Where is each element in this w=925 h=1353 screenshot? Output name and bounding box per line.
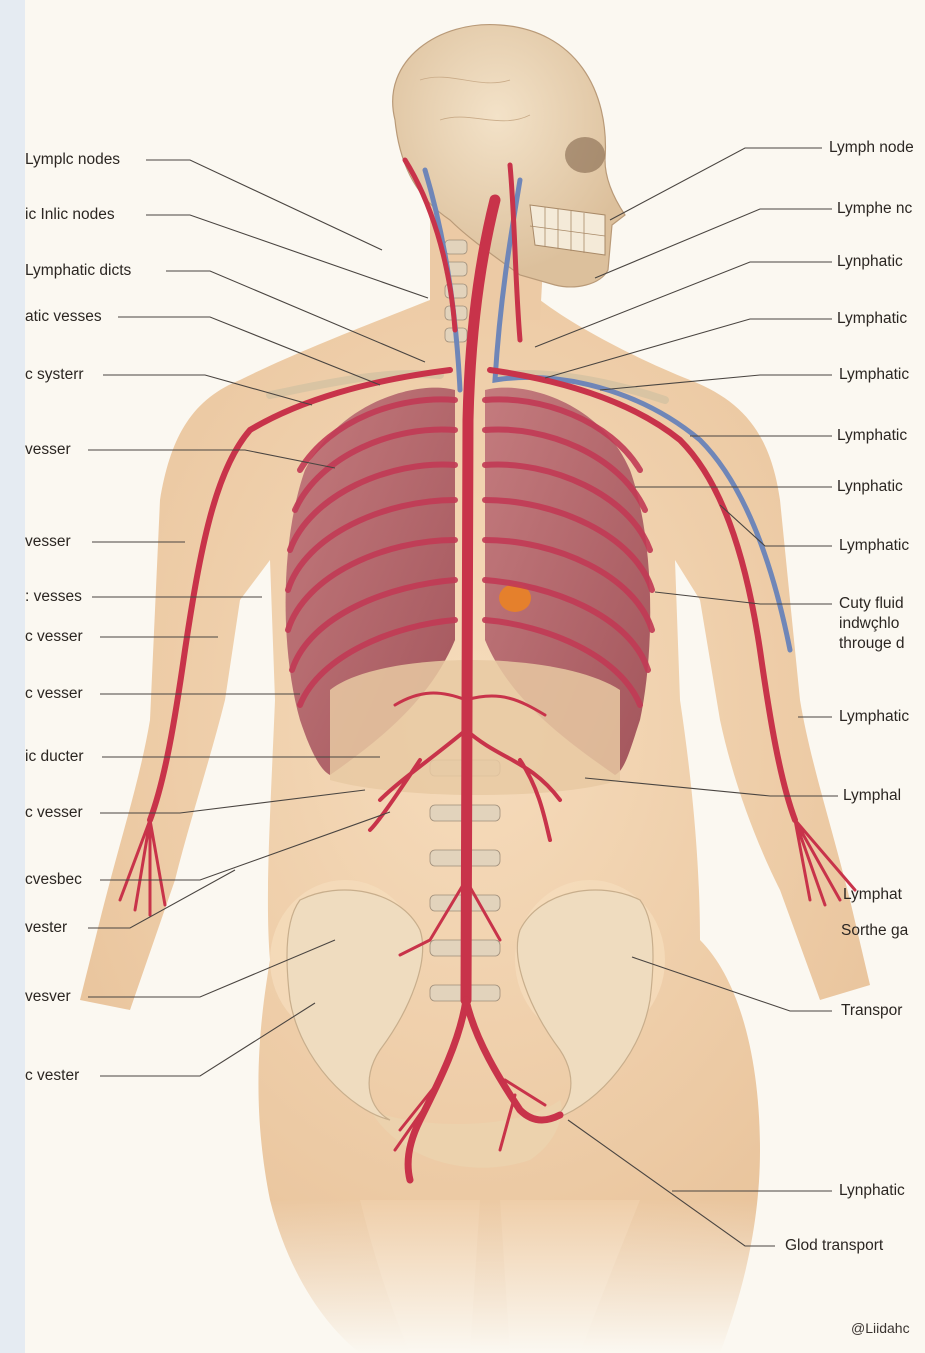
bottom-fade	[25, 1200, 925, 1353]
label-right-3: Lynphatic	[837, 253, 903, 271]
label-right-1: Lymph node	[829, 139, 914, 157]
label-left-14: vester	[25, 919, 67, 937]
left-margin-strip	[0, 0, 25, 1353]
lymphatic-system-illustration	[25, 0, 925, 1353]
label-right-16: Glod transport	[785, 1237, 883, 1255]
label-right-7: Lynphatic	[837, 478, 903, 496]
label-right-4: Lymphatic	[837, 310, 907, 328]
label-left-6: vesser	[25, 441, 71, 459]
label-right-15: Lynphatic	[839, 1182, 905, 1200]
label-right-5: Lymphatic	[839, 366, 909, 384]
label-left-15: vesver	[25, 988, 71, 1006]
credit-watermark: @Liidahc	[851, 1320, 910, 1336]
label-right-6: Lymphatic	[837, 427, 907, 445]
label-left-4: atic vesses	[25, 308, 102, 326]
label-right-8: Lymphatic	[839, 537, 909, 555]
label-left-2: ic Inlic nodes	[25, 206, 115, 224]
label-left-16: c vester	[25, 1067, 79, 1085]
label-left-5: c systerr	[25, 366, 84, 384]
label-right-10: Lymphatic	[839, 708, 909, 726]
label-right-12: Lymphat	[843, 886, 902, 904]
label-left-11: ic ducter	[25, 748, 84, 766]
label-left-9: c vesser	[25, 628, 83, 646]
label-left-3: Lymphatic dicts	[25, 262, 131, 280]
label-right-13: Sorthe ga	[841, 922, 908, 940]
label-left-10: c vesser	[25, 685, 83, 703]
label-left-13: cvesbec	[25, 871, 82, 889]
label-left-7: vesser	[25, 533, 71, 551]
label-left-1: Lymplc nodes	[25, 151, 120, 169]
label-left-8: : vesses	[25, 588, 82, 606]
label-left-12: c vesser	[25, 804, 83, 822]
label-right-11: Lymphal	[843, 787, 901, 805]
label-right-2: Lymphe nc	[837, 200, 912, 218]
label-right-14: Transpor	[841, 1002, 902, 1020]
label-right-9: Cuty fluid indwçhlo througe d	[839, 594, 905, 654]
illustration-panel	[25, 0, 925, 1353]
